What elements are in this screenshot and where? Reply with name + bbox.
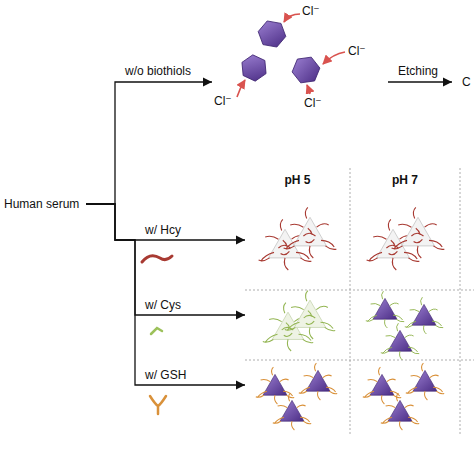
branch-arrow <box>86 204 245 385</box>
gsh-icon <box>150 396 166 414</box>
attack-arrows <box>237 14 345 97</box>
column-header: pH 7 <box>350 173 460 187</box>
annotation-label: C <box>462 75 471 89</box>
grid-lines <box>245 168 474 434</box>
sample-label: Human serum <box>2 195 84 213</box>
edge-label: w/o biothiols <box>125 64 191 78</box>
gsh-prisms <box>256 363 444 430</box>
edge-label: w/ GSH <box>145 368 186 382</box>
ion-label: Cl⁻ <box>214 94 232 108</box>
branch-arrow <box>86 204 245 315</box>
edge-label: w/ Hcy <box>145 223 181 237</box>
node-label: Human serum <box>4 197 82 211</box>
cys-prisms <box>263 291 443 360</box>
cys-icon <box>151 328 162 334</box>
etching-arrow <box>388 81 452 82</box>
ion-label: Cl⁻ <box>304 96 322 110</box>
column-header: pH 5 <box>245 173 350 187</box>
branch-arrow <box>86 204 245 240</box>
ion-label: Cl⁻ <box>348 44 366 58</box>
branch-arrow <box>86 82 212 204</box>
annotation-label: Etching <box>398 64 438 78</box>
ion-label: Cl⁻ <box>302 4 320 18</box>
ph-result-grid: pH 5pH 7 <box>245 165 474 435</box>
chloride-etching-panel: Cl⁻ Cl⁻ Cl⁻ Cl⁻ <box>212 2 382 118</box>
etched-prisms <box>259 207 445 270</box>
edge-label: w/ Cys <box>145 298 181 312</box>
hcy-icon <box>142 256 172 262</box>
nanoprism-group <box>237 20 321 84</box>
